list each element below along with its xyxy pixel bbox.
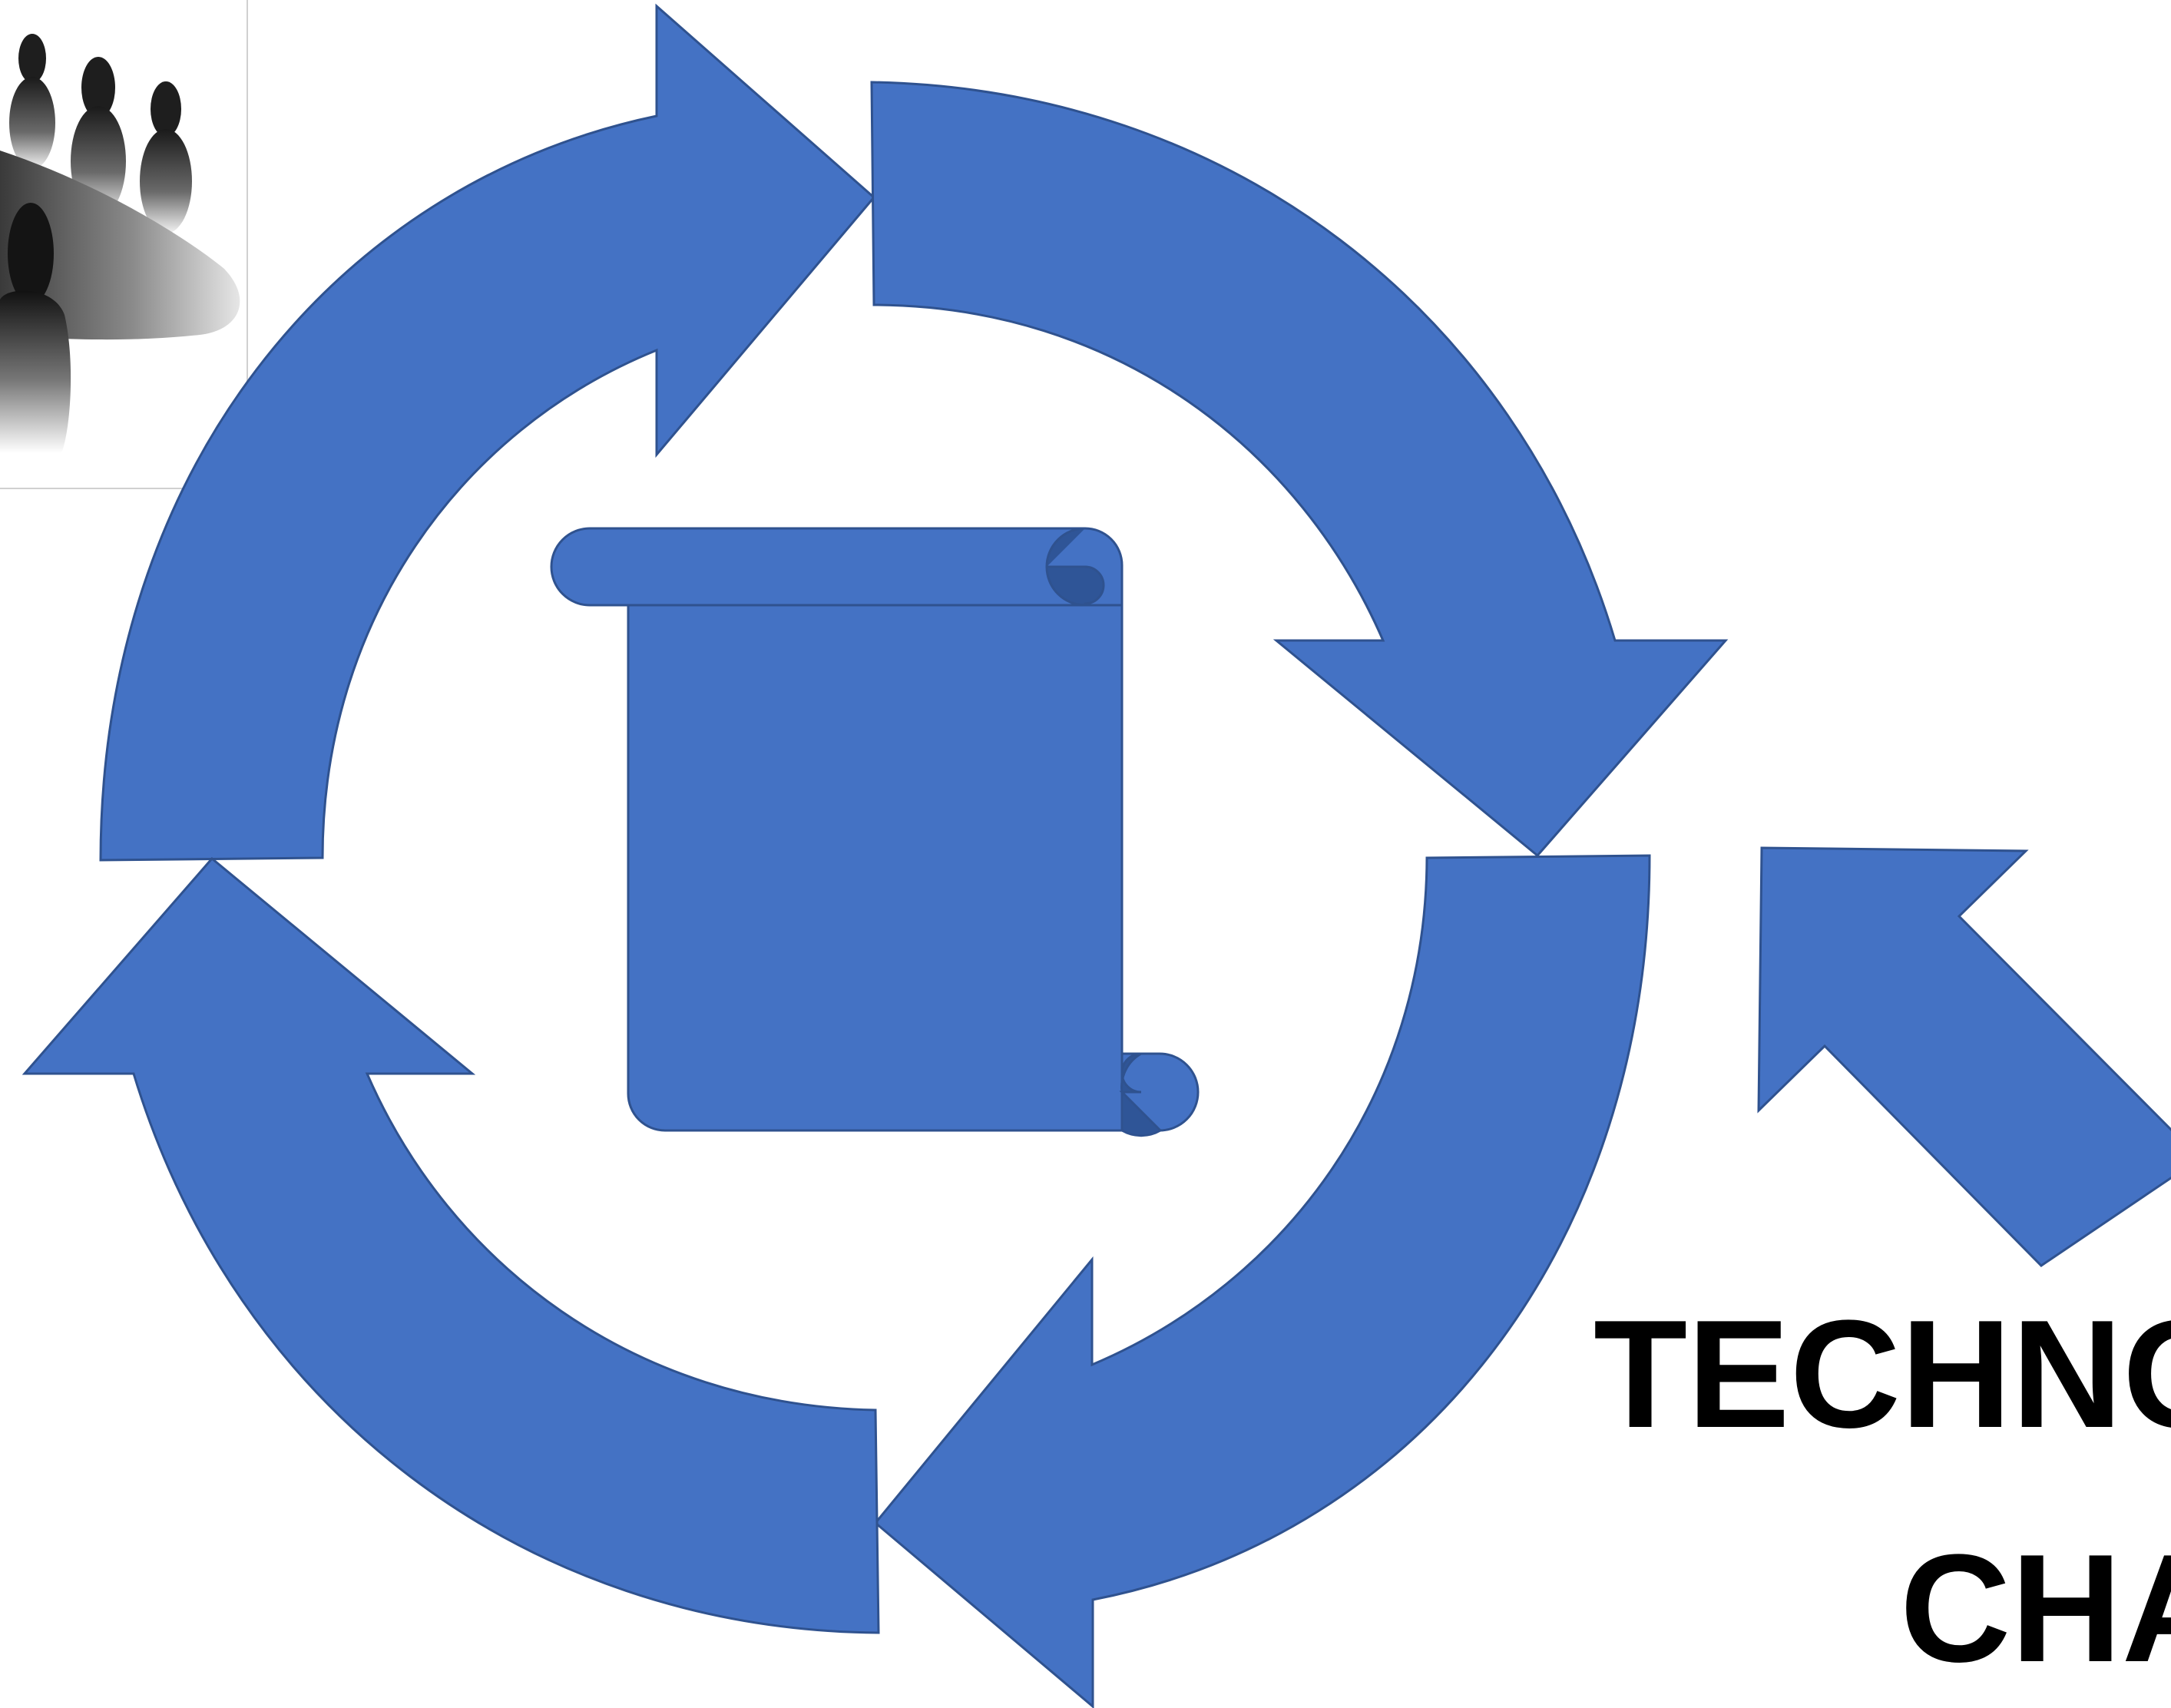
scroll-icon [550,527,1200,1137]
scroll-top-fold [1045,527,1105,607]
person-back-3 [140,81,192,233]
slide-title: TECHNO CHA [1594,1289,2171,1694]
cycle-arrow-right-to-bottom [873,854,1651,1708]
cycle-arrow-left-to-top [99,3,876,862]
person-back-1 [9,34,55,169]
circular-arrows-icon [22,3,1729,1708]
title-line-2: CHA [1900,1523,2171,1694]
title-line-1: TECHNO [1594,1289,2171,1460]
scroll-body [627,604,1124,1132]
cycle-arrow-bottom-to-left [22,856,880,1634]
up-left-arrow-icon [1757,846,2171,1267]
person-front [0,203,71,453]
cycle-arrow-top-to-right [870,81,1729,858]
scroll-bottom-fold [1119,1052,1163,1137]
meeting-table [0,151,240,340]
meeting-people-icon [0,0,248,489]
